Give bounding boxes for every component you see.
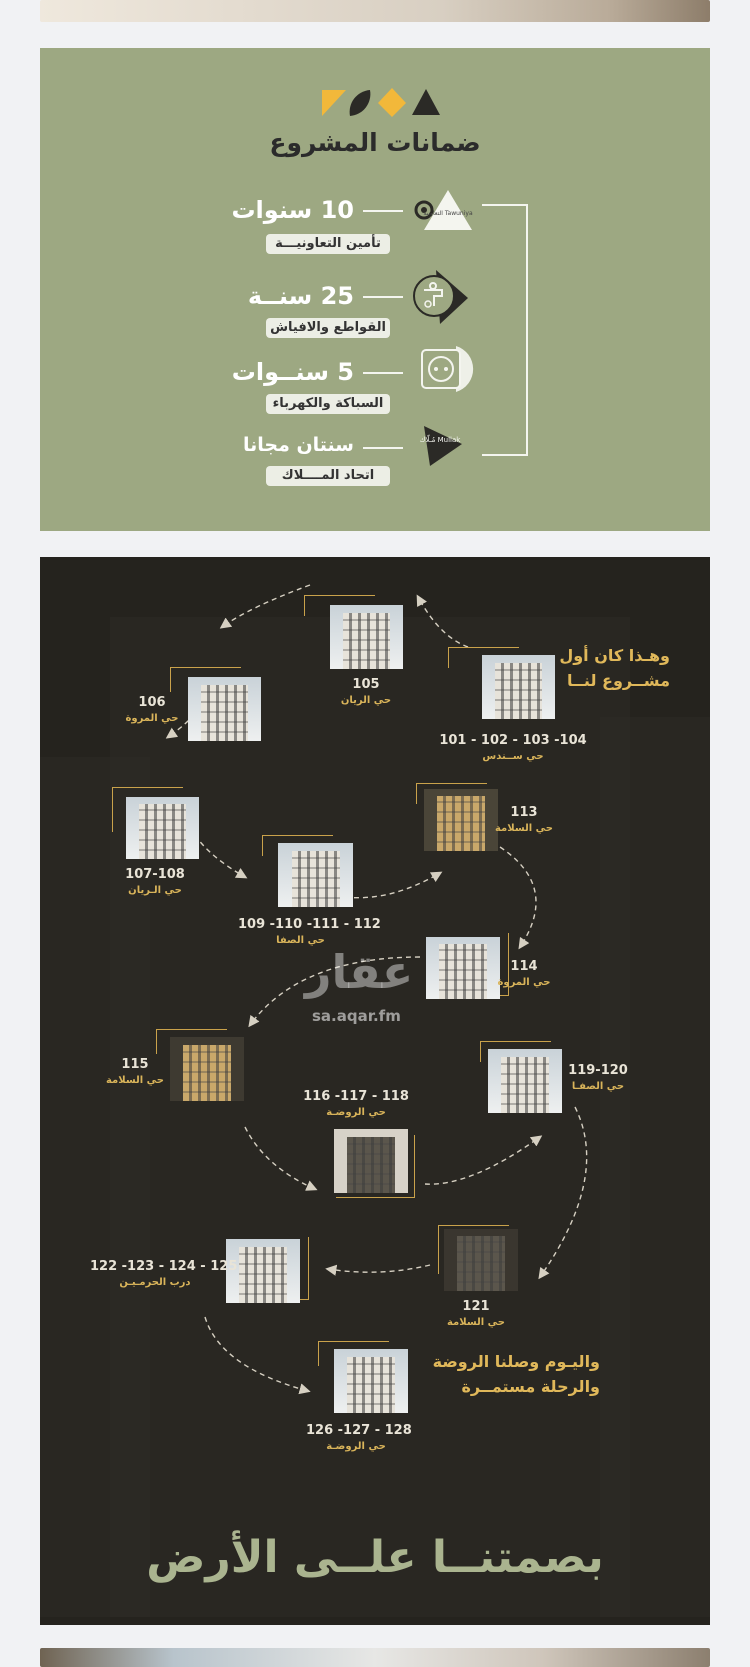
project-district: حي الروضـة: [326, 1107, 386, 1118]
project-district: حي السلامة: [105, 1075, 164, 1086]
guarantee-2-duration: 25 سنــة: [247, 282, 354, 310]
project-photo: [278, 843, 353, 907]
guarantee-4-duration: سنتان مجانا: [242, 434, 354, 456]
timeline-arrows: [165, 584, 588, 1395]
project-numbers: 114: [510, 959, 538, 974]
mullak-logo-icon: مُـلّاك Mullak: [418, 422, 464, 468]
connector-line: [363, 296, 403, 298]
project-photo: [170, 1037, 244, 1101]
connector-line: [363, 372, 403, 374]
project-photo: [482, 655, 555, 719]
photo-frame: [112, 787, 183, 832]
project-numbers: 101 - 102 - 103 -104: [439, 733, 587, 748]
project-photo: [426, 937, 500, 999]
aqar-watermark-url: sa.aqar.fm: [312, 1007, 401, 1025]
photo-frame: [448, 647, 519, 668]
bottom-image-strip: [40, 1648, 710, 1667]
slogan: بصمتنــا علــى الأرض: [146, 1532, 604, 1583]
project-photo: [330, 605, 403, 669]
project-photo: [334, 1129, 408, 1193]
tawuniya-logo-icon: [414, 200, 434, 220]
project-numbers: 113: [510, 805, 538, 820]
project-district: حي الصفـا: [571, 1081, 625, 1092]
project-numbers: 126 -127 - 128: [306, 1423, 412, 1438]
background-building: [110, 617, 630, 1617]
project-numbers: 106: [138, 695, 166, 710]
photo-frame: [156, 1029, 227, 1054]
project-photo: [334, 1349, 408, 1413]
photo-frame: [318, 1341, 389, 1366]
connector-line: [363, 447, 403, 449]
guarantees-bracket: [482, 204, 528, 456]
photo-frame: [170, 667, 241, 692]
photo-frame: [438, 1225, 509, 1274]
project-numbers: 115: [121, 1057, 149, 1072]
brand-shapes-icon: [322, 88, 440, 117]
project-numbers: 119-120: [568, 1063, 628, 1078]
guarantee-1-label: تأمين التعاونيـــة: [266, 234, 390, 254]
project-numbers: 122 -123 - 124 - 125: [90, 1259, 238, 1274]
project-numbers: 107-108: [125, 867, 185, 882]
aqar-watermark: عقار: [305, 945, 414, 999]
faucet-icon: [406, 264, 470, 328]
project-district: درب الحرمـيـن: [119, 1277, 191, 1288]
guarantees-title: ضمانات المشروع: [269, 128, 481, 157]
photo-frame: [304, 595, 375, 616]
guarantee-1-duration: 10 سنوات: [231, 196, 354, 224]
guarantee-3-label: السباكة والكهرباء: [266, 394, 390, 414]
guarantee-2-label: القواطع والافياش: [266, 318, 390, 338]
project-guarantees-panel: ضمانات المشروع 10 سنوات التعاونية Tawuni…: [40, 48, 710, 531]
project-numbers: 109 -110 -111 - 112: [238, 917, 381, 932]
project-photo: [424, 789, 498, 851]
project-numbers: 121: [462, 1299, 490, 1314]
guarantee-4-label: اتحاد المــــلاك: [266, 466, 390, 486]
guarantee-3-duration: 5 سنــوات: [231, 358, 354, 386]
project-district: حي الريان: [340, 695, 392, 706]
projects-timeline-panel: 101 - 102 - 103 -104 حي ســندس وهـذا كان…: [40, 557, 710, 1625]
project-photo: [188, 677, 261, 741]
project-numbers: 105: [352, 677, 380, 692]
project-photo: [226, 1239, 300, 1303]
photo-frame: [480, 1041, 551, 1062]
project-district: حي السلامة: [446, 1317, 505, 1328]
photo-frame: [416, 783, 487, 804]
tawuniya-badge: التعاونية Tawuniya: [422, 188, 474, 234]
project-district: حي ســندس: [482, 751, 544, 762]
power-socket-icon: [420, 344, 480, 396]
photo-frame: [336, 1135, 415, 1198]
top-image-strip: [40, 0, 710, 22]
project-district: حي المروة: [125, 713, 179, 724]
background-building: [40, 757, 150, 1617]
project-district: حي الـريان: [128, 885, 182, 896]
photo-frame: [262, 835, 333, 856]
project-photo: [488, 1049, 562, 1113]
project-photo: [444, 1229, 518, 1291]
project-numbers: 116 -117 - 118: [303, 1089, 409, 1104]
project-district: حي الروضـة: [326, 1441, 386, 1452]
background-building: [600, 717, 710, 1617]
project-district: حي السلامة: [494, 823, 553, 834]
connector-line: [363, 210, 403, 212]
project-photo: [126, 797, 199, 859]
project-district: حي الصفا: [276, 935, 325, 946]
project-district: حي المروة: [497, 977, 551, 988]
